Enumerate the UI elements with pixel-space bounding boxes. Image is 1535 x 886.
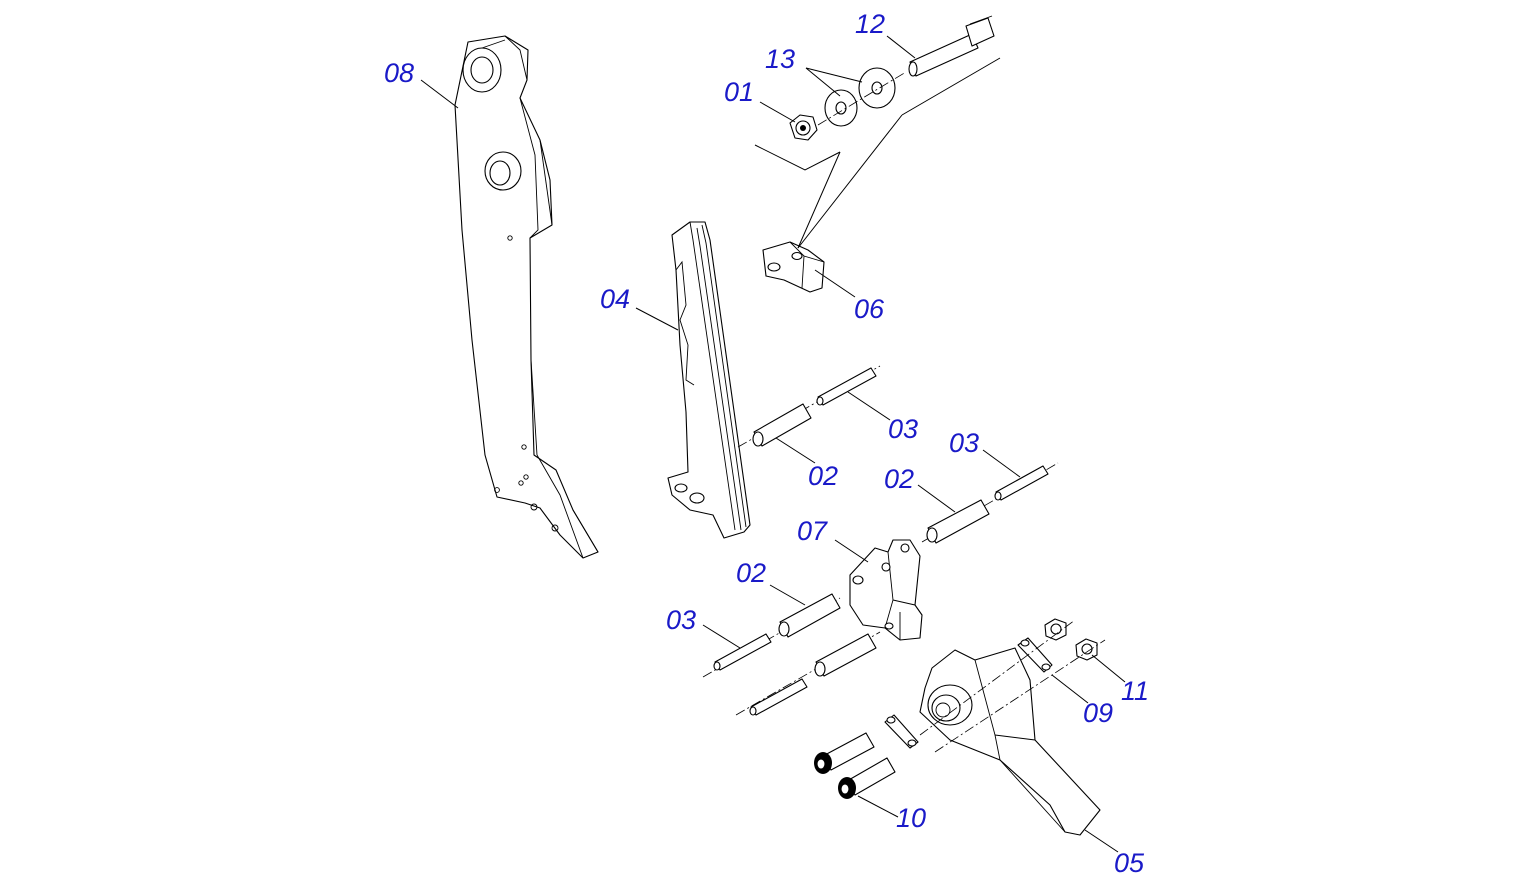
part-06-clamp	[762, 241, 825, 293]
callout-07: 07	[797, 516, 828, 546]
part-11-nuts	[1044, 618, 1098, 661]
part-01-nut	[789, 114, 818, 141]
part-10-bolts	[814, 732, 896, 799]
callout-08: 08	[384, 58, 414, 88]
callout-03-lower: 03	[666, 605, 696, 635]
part-07-bracket	[849, 539, 923, 641]
part-13-washers	[824, 67, 896, 127]
part-09-plates	[884, 637, 1053, 749]
callout-05: 05	[1114, 848, 1145, 878]
callout-11: 11	[1121, 676, 1149, 706]
callout-02-middle: 02	[884, 464, 914, 494]
part-08-shank-arm	[454, 35, 599, 559]
callout-10: 10	[896, 803, 926, 833]
callout-12: 12	[855, 9, 885, 39]
callout-02-lower: 02	[736, 558, 766, 588]
pin-set-upper	[737, 365, 881, 448]
part-04-plate	[667, 221, 751, 539]
callout-03-upper: 03	[888, 414, 918, 444]
callout-03-middle: 03	[949, 428, 979, 458]
callout-06: 06	[854, 294, 885, 324]
callout-labels: 08 12 13 01 04 06 03 02 03 02 07 02 03 1…	[384, 9, 1149, 878]
callout-13: 13	[765, 44, 795, 74]
part-05-tip	[919, 647, 1101, 836]
leader-lines	[420, 35, 1126, 853]
pin-set-middle	[921, 462, 1059, 544]
callout-09: 09	[1083, 698, 1113, 728]
callout-04: 04	[600, 284, 630, 314]
part-12-bolt	[908, 15, 995, 77]
pin-set-lower	[702, 593, 881, 716]
callout-02-upper: 02	[808, 461, 838, 491]
callout-01: 01	[724, 77, 754, 107]
